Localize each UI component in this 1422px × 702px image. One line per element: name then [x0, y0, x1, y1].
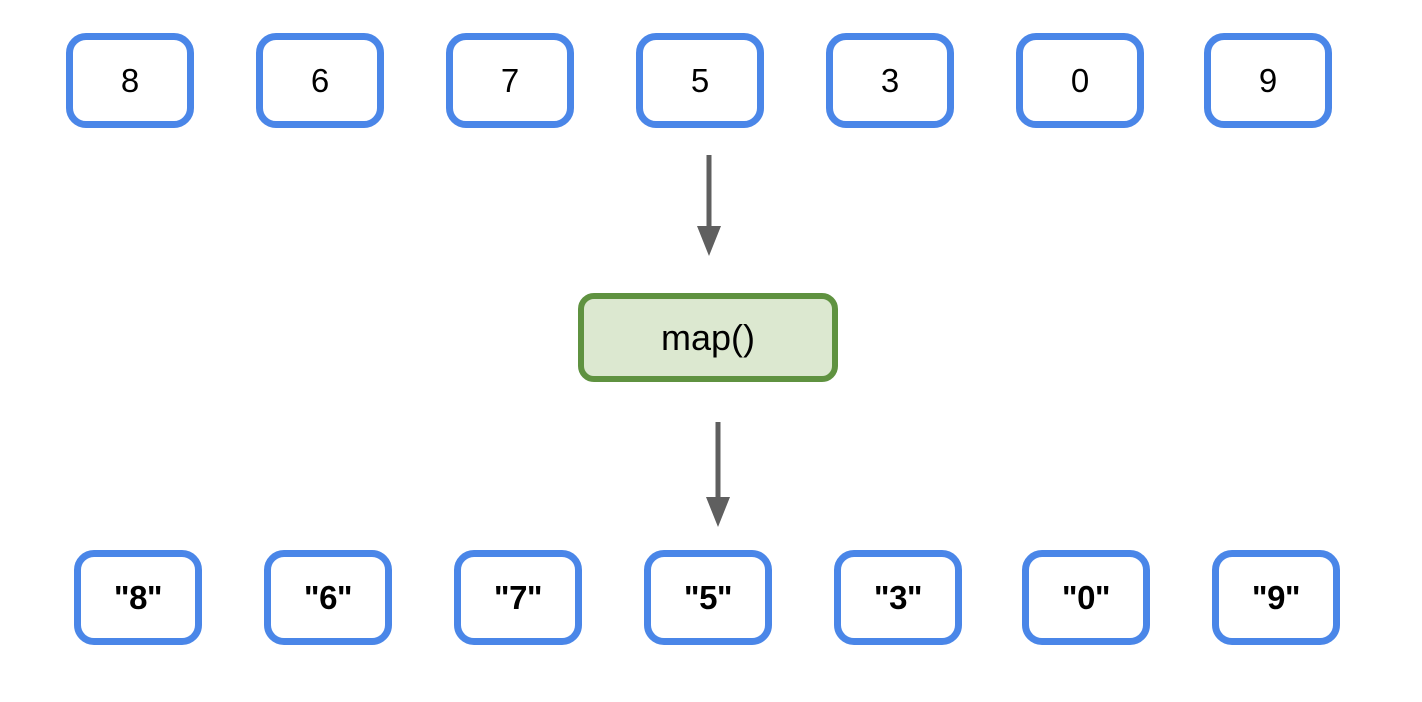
- input-box-5[interactable]: 0: [1016, 33, 1144, 128]
- output-box-label: "9": [1251, 579, 1301, 616]
- output-box-1[interactable]: "6": [264, 550, 392, 645]
- input-box-label: 3: [880, 62, 900, 99]
- output-box-label: "8": [113, 579, 163, 616]
- input-box-label: 0: [1070, 62, 1090, 99]
- input-box-0[interactable]: 8: [66, 33, 194, 128]
- output-box-label: "0": [1061, 579, 1111, 616]
- input-box-label: 7: [500, 62, 520, 99]
- output-box-label: "7": [493, 579, 543, 616]
- output-box-label: "6": [303, 579, 353, 616]
- input-box-2[interactable]: 7: [446, 33, 574, 128]
- output-box-0[interactable]: "8": [74, 550, 202, 645]
- input-box-label: 9: [1258, 62, 1278, 99]
- output-box-2[interactable]: "7": [454, 550, 582, 645]
- map-operation-box[interactable]: map(): [578, 293, 838, 382]
- output-box-label: "5": [683, 579, 733, 616]
- input-box-3[interactable]: 5: [636, 33, 764, 128]
- input-box-label: 5: [690, 62, 710, 99]
- input-box-label: 6: [310, 62, 330, 99]
- output-box-label: "3": [873, 579, 923, 616]
- output-box-4[interactable]: "3": [834, 550, 962, 645]
- input-box-1[interactable]: 6: [256, 33, 384, 128]
- input-box-label: 8: [120, 62, 140, 99]
- output-box-5[interactable]: "0": [1022, 550, 1150, 645]
- output-box-3[interactable]: "5": [644, 550, 772, 645]
- input-box-4[interactable]: 3: [826, 33, 954, 128]
- output-box-6[interactable]: "9": [1212, 550, 1340, 645]
- input-box-6[interactable]: 9: [1204, 33, 1332, 128]
- map-operation-label: map(): [660, 316, 755, 358]
